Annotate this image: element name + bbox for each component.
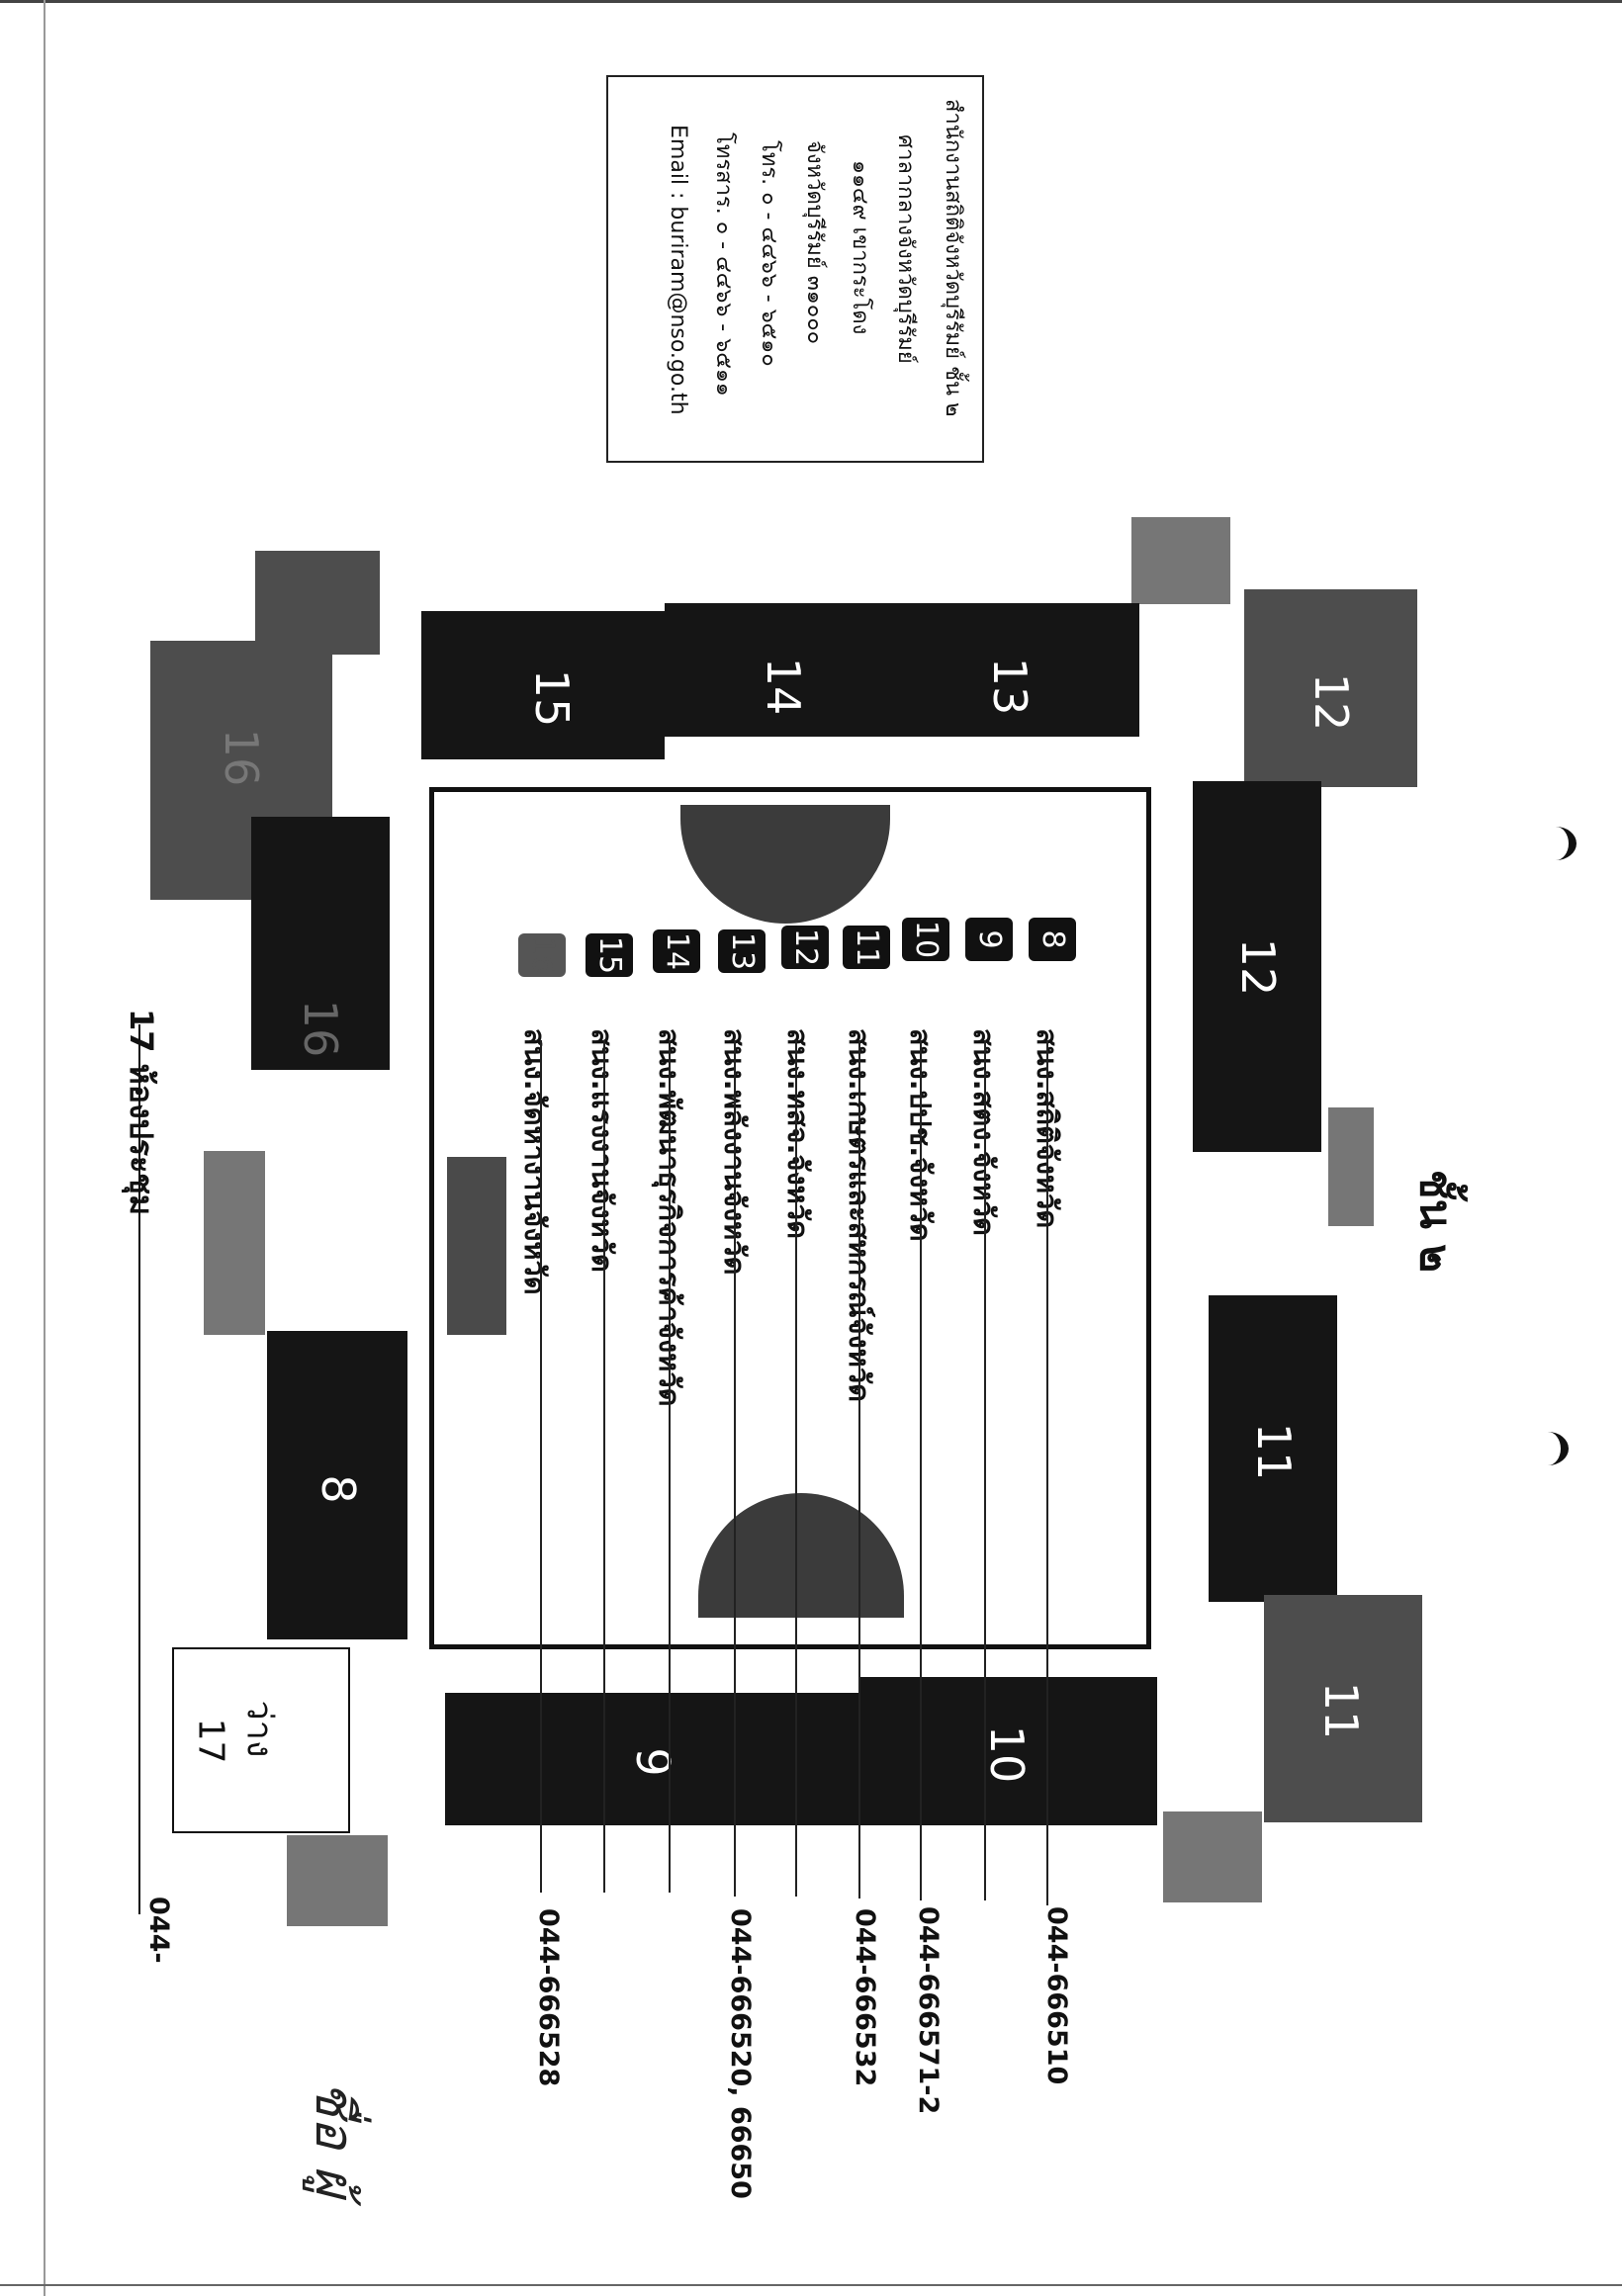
address-line-3: ๑๑๔๙ เขากระโดง xyxy=(848,160,872,335)
floor-label: ชั้น ๒ xyxy=(1410,1169,1462,1274)
legend-tag-8: 8 xyxy=(1029,918,1076,961)
leader-line-14 xyxy=(669,1040,671,1893)
block-13-number: 13 xyxy=(983,657,1036,716)
phone-13: 044-666520, 66650 xyxy=(725,1908,756,2199)
scan-bottom-line xyxy=(0,2284,1622,2286)
phone-8: 044-666510 xyxy=(1041,1906,1072,2085)
block-14 xyxy=(665,603,882,737)
block-15-number: 15 xyxy=(525,668,579,728)
vacant-room-label: ว่าง xyxy=(238,1700,280,1758)
block-16-mid-number: 16 xyxy=(294,999,347,1058)
legend-tag-16: 16 xyxy=(518,933,566,977)
legend-tag-14: 14 xyxy=(653,929,700,973)
block-11 xyxy=(1209,1295,1337,1602)
block-12-corner-number: 12 xyxy=(1305,672,1358,732)
leader-line-13 xyxy=(734,1040,736,1897)
block-11-corner xyxy=(1264,1595,1422,1822)
address-line-2: ศาลากลางจังหวัดบุรีรัมย์ xyxy=(893,134,918,364)
block-15 xyxy=(421,611,665,759)
block-12-corner xyxy=(1244,589,1417,787)
block-11-corner-number: 11 xyxy=(1314,1681,1368,1740)
legend-label-12: สนง.ทสจ.จังหวัด xyxy=(781,1028,815,1239)
handwritten-signature: ชื่อ ผู้ xyxy=(303,2080,366,2197)
corner-block-top-left xyxy=(255,551,380,655)
leader-line-10 xyxy=(920,1040,922,1900)
legend-tag-11: 11 xyxy=(843,926,890,969)
legend-tag-13: 13 xyxy=(718,929,766,973)
legend-tag-10: 10 xyxy=(902,918,949,961)
block-10 xyxy=(860,1677,1157,1825)
inner-courtyard-frame xyxy=(429,787,1151,1649)
address-line-6: โทรสาร. ๐ - ๔๔๖๖ - ๖๕๑๑ xyxy=(711,132,736,397)
block-9 xyxy=(445,1693,860,1825)
phone-10: 044-666571-2 xyxy=(913,1906,944,2115)
scan-left-margin-line xyxy=(44,0,45,2296)
block-13 xyxy=(882,603,1139,737)
block-16-top-number: 16 xyxy=(215,728,268,787)
legend-tag-9: 9 xyxy=(965,918,1013,961)
block-8 xyxy=(267,1331,407,1639)
corner-block-bottom-left xyxy=(287,1835,388,1926)
leader-line-8 xyxy=(1046,1040,1048,1905)
corner-block-bottom-right xyxy=(1163,1811,1262,1902)
address-line-1: สำนักงานสถิติจังหวัดบุรีรัมย์ ชั้น ๒ xyxy=(941,99,965,417)
leader-line-15 xyxy=(603,1040,605,1893)
legend-label-16: สนง.จัดหางานจังหวัด xyxy=(518,1028,552,1295)
leader-line-12 xyxy=(795,1040,797,1897)
address-box: สำนักงานสถิติจังหวัดบุรีรัมย์ ชั้น ๒ ศาล… xyxy=(606,75,984,463)
vacant-room-number: 17 xyxy=(190,1718,231,1764)
legend-tag-15: 15 xyxy=(586,933,633,977)
address-line-7: Email : buriram@nso.go.th xyxy=(666,125,690,415)
block-12 xyxy=(1193,781,1321,1152)
block-16-mid xyxy=(251,817,390,1070)
leader-line-16 xyxy=(540,1040,542,1893)
connector-right-top xyxy=(1328,1107,1374,1226)
bottom-left-caption: 17 ห้องประชุม xyxy=(123,1009,160,1216)
block-11-number: 11 xyxy=(1247,1422,1301,1481)
block-10-number: 10 xyxy=(980,1724,1034,1784)
crescent-mark-1 xyxy=(1535,827,1577,860)
legend-label-15: สนง.แรงงานจังหวัด xyxy=(586,1028,619,1273)
address-line-4: จังหวัดบุรีรัมย์ ๓๑๐๐๐ xyxy=(802,140,827,345)
connector-left xyxy=(204,1151,265,1335)
block-9-number: 9 xyxy=(626,1747,679,1777)
address-line-5: โทร. ๐ - ๔๔๖๖ - ๖๕๑๐ xyxy=(757,140,781,367)
block-12-number: 12 xyxy=(1231,937,1285,997)
leader-line-11 xyxy=(858,1040,860,1899)
phone-11: 044-666532 xyxy=(850,1908,880,2087)
block-8-number: 8 xyxy=(312,1474,365,1504)
inner-connector-block xyxy=(447,1157,506,1335)
caption-underline xyxy=(138,1024,140,1914)
corner-block-top-right xyxy=(1131,517,1230,604)
phone-17: 044- xyxy=(143,1897,174,1964)
leader-line-9 xyxy=(984,1040,986,1900)
phone-16: 044-666528 xyxy=(533,1908,564,2087)
vacant-room xyxy=(172,1647,350,1833)
scan-top-line xyxy=(0,0,1622,3)
block-14-number: 14 xyxy=(757,657,810,716)
legend-tag-12: 12 xyxy=(781,926,829,969)
crescent-mark-2 xyxy=(1527,1432,1569,1465)
